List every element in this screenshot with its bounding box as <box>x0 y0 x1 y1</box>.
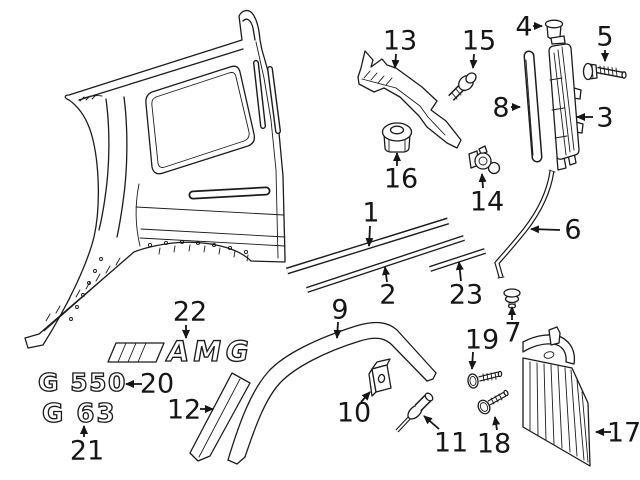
callout-number: 5 <box>596 22 613 53</box>
callout-number: 20 <box>140 369 174 400</box>
callout-8: 8 <box>492 93 521 124</box>
g63-badge: G 63 <box>42 399 117 429</box>
callout-number: 1 <box>362 198 379 229</box>
part-23-belt-molding <box>429 248 486 272</box>
callout-18: 18 <box>477 416 511 460</box>
callout-6: 6 <box>530 215 582 246</box>
callout-11: 11 <box>423 415 468 459</box>
callout-4: 4 <box>515 12 543 43</box>
callout-20: 20 <box>125 369 174 400</box>
callout-9: 9 <box>331 295 349 339</box>
callout-2: 2 <box>379 266 397 311</box>
callout-arrow <box>365 225 374 247</box>
callout-number: 8 <box>492 93 509 124</box>
callout-number: 10 <box>337 398 371 429</box>
part-11-rivet <box>395 392 434 433</box>
callout-number: 9 <box>331 295 348 326</box>
callout-arrow <box>423 415 440 430</box>
callout-number: 6 <box>564 215 581 246</box>
callout-number: 7 <box>504 318 521 349</box>
callout-number: 23 <box>449 280 483 311</box>
callout-number: 19 <box>465 325 499 356</box>
part-10-clip-nut <box>368 358 392 397</box>
callout-22: 22 <box>173 297 207 339</box>
callout-3: 3 <box>576 103 614 134</box>
callout-21: 21 <box>70 425 104 467</box>
callout-12: 12 <box>167 395 214 426</box>
callout-7: 7 <box>504 306 522 349</box>
g550-badge: G 550 <box>38 368 127 397</box>
callout-arrow <box>391 53 400 69</box>
part-3-slatted-trim <box>548 35 584 171</box>
part-18-bolt <box>477 389 509 415</box>
callout-14: 14 <box>470 173 504 218</box>
callout-17: 17 <box>595 418 640 449</box>
callout-arrow <box>469 53 478 69</box>
callout-arrow <box>468 351 477 370</box>
callout-number: 21 <box>70 436 104 467</box>
callout-arrow <box>492 416 501 431</box>
callout-number: 22 <box>173 297 207 328</box>
callout-number: 13 <box>383 26 417 57</box>
part-17-mud-flap <box>522 326 591 467</box>
callout-arrow <box>455 261 464 282</box>
callout-15: 15 <box>462 26 496 69</box>
part-9-wheel-arch-flare <box>227 321 437 465</box>
callout-number: 2 <box>379 280 396 311</box>
part-6-curved-molding <box>494 169 556 279</box>
callout-1: 1 <box>362 198 380 247</box>
part-13-bracket <box>357 50 462 149</box>
callout-number: 17 <box>607 418 640 449</box>
callout-10: 10 <box>337 391 371 429</box>
callout-number: 16 <box>384 164 418 195</box>
part-19-bolt <box>467 370 503 389</box>
callout-arrow <box>360 391 371 403</box>
part-5-bolt <box>582 62 627 81</box>
callout-number: 4 <box>515 12 532 43</box>
part-14-clip <box>468 145 501 175</box>
callout-number: 18 <box>477 429 511 460</box>
callout-arrow <box>530 225 561 234</box>
amg-badge-text: AMG <box>164 335 256 368</box>
callout-5: 5 <box>596 22 614 62</box>
part-2-belt-molding <box>306 235 465 293</box>
part-16-grommet-nut <box>381 122 413 153</box>
callout-number: 11 <box>434 428 468 459</box>
part-8-molding-strip <box>523 50 543 163</box>
callout-arrow <box>333 321 342 339</box>
quarter-panel-body <box>24 9 286 349</box>
callout-number: 3 <box>596 103 613 134</box>
callout-number: 15 <box>462 26 496 57</box>
quarter-window <box>145 65 256 175</box>
callout-number: 12 <box>167 395 201 426</box>
amg-badge: AMG <box>107 335 257 369</box>
callout-13: 13 <box>383 26 417 69</box>
part-12-trim-strip <box>189 372 251 462</box>
callout-arrow <box>382 266 391 283</box>
callout-16: 16 <box>384 152 418 195</box>
callout-number: 14 <box>470 187 504 218</box>
callout-arrow <box>478 173 487 189</box>
callout-19: 19 <box>465 325 499 370</box>
callout-23: 23 <box>449 261 483 311</box>
part-7-clip <box>503 288 521 309</box>
part-15-bolt <box>448 72 477 101</box>
